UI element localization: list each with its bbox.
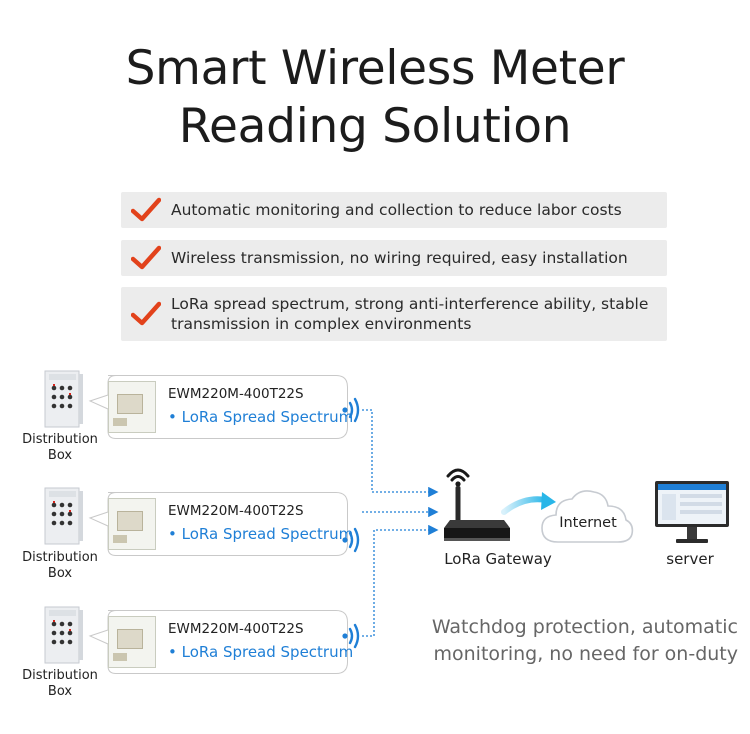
check-icon — [131, 245, 161, 270]
module-technology: • LoRa Spread Spectrum — [168, 643, 354, 661]
lora-module-image — [108, 616, 156, 668]
module-technology: • LoRa Spread Spectrum — [168, 408, 354, 426]
check-icon — [131, 197, 161, 222]
module-technology: • LoRa Spread Spectrum — [168, 525, 354, 543]
title-line-2: Reading Solution — [178, 99, 572, 154]
feature-text: Automatic monitoring and collection to r… — [171, 201, 622, 219]
cloud-label: Internet — [559, 515, 617, 531]
watchdog-caption: Watchdog protection, automatic monitorin… — [431, 616, 738, 665]
distribution-box-label: Distribution Box — [22, 668, 98, 699]
feature-text-line-1: LoRa spread spectrum, strong anti-interf… — [171, 295, 649, 313]
lora-module-image — [108, 498, 156, 550]
lora-gateway-icon — [444, 468, 510, 541]
distribution-box-label: Distribution Box — [22, 550, 98, 581]
feature-item-3: LoRa spread spectrum, strong anti-interf… — [121, 287, 667, 341]
feature-item-2: Wireless transmission, no wiring require… — [121, 240, 667, 276]
feature-text-line-2: transmission in complex environments — [171, 315, 472, 333]
server-label: server — [666, 550, 714, 568]
link-line-1 — [362, 409, 439, 498]
module-card-2: EWM220M-400T22S • LoRa Spread Spectrum — [88, 492, 353, 556]
title-line-1: Smart Wireless Meter — [125, 41, 625, 96]
lora-module-image — [108, 381, 156, 433]
signal-wave-icon — [342, 623, 360, 649]
signal-wave-icon — [342, 527, 360, 553]
server-monitor-icon — [655, 481, 729, 543]
module-model: EWM220M-400T22S — [168, 503, 304, 519]
module-model: EWM220M-400T22S — [168, 386, 304, 402]
check-icon — [131, 301, 161, 326]
module-card-1: EWM220M-400T22S • LoRa Spread Spectrum — [88, 375, 353, 439]
page-title: Smart Wireless Meter Reading Solution — [0, 40, 750, 156]
distribution-box-label: Distribution Box — [22, 432, 98, 463]
distribution-box-icon — [44, 606, 83, 664]
distribution-box-icon — [44, 487, 83, 545]
signal-wave-icon — [342, 397, 360, 423]
feature-text: LoRa spread spectrum, strong anti-interf… — [171, 294, 648, 334]
distribution-box-icon — [44, 370, 83, 428]
module-model: EWM220M-400T22S — [168, 621, 304, 637]
link-line-3 — [362, 524, 439, 637]
feature-item-1: Automatic monitoring and collection to r… — [121, 192, 667, 228]
feature-text: Wireless transmission, no wiring require… — [171, 249, 628, 267]
module-card-3: EWM220M-400T22S • LoRa Spread Spectrum — [88, 610, 353, 674]
internet-cloud-icon — [541, 490, 634, 543]
gateway-label: LoRa Gateway — [444, 550, 552, 568]
